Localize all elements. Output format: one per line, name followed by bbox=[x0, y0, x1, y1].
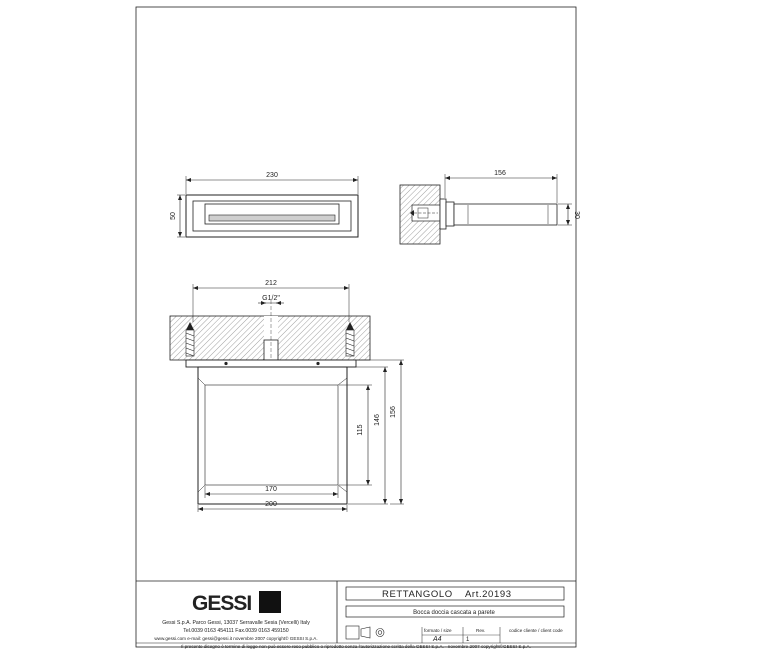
gessi-logo: GESSI bbox=[192, 591, 281, 615]
dim-170: 170 bbox=[265, 486, 277, 493]
dim-212: 212 bbox=[265, 280, 277, 287]
dim-156-side: 156 bbox=[494, 170, 506, 177]
company-web: www.gessi.com e-mail: gessi@gessi.it nov… bbox=[154, 635, 317, 641]
projection-symbol-icon bbox=[360, 626, 371, 639]
sheet-border bbox=[135, 6, 577, 648]
dim-156-front: 156 bbox=[390, 406, 397, 418]
company-address: Gessi S.p.A. Parco Gessi, 13037 Serraval… bbox=[162, 620, 310, 626]
label-thread: G1/2" bbox=[262, 295, 280, 302]
side-view: 156 30 bbox=[399, 170, 580, 245]
product-article: Art.20193 bbox=[465, 589, 512, 600]
top-view: 230 50 bbox=[170, 172, 359, 238]
format-value: A4 bbox=[432, 636, 442, 643]
logo-text: GESSI bbox=[192, 592, 251, 615]
dim-50: 50 bbox=[170, 212, 177, 220]
dim-200: 200 bbox=[265, 501, 277, 508]
footer-legal-note: Il presente disegno è termine di legge n… bbox=[181, 643, 531, 649]
dim-230: 230 bbox=[266, 172, 278, 179]
format-header: formato / size bbox=[424, 628, 452, 633]
dim-146: 146 bbox=[374, 414, 381, 426]
dim-30: 30 bbox=[573, 211, 580, 219]
title-block: GESSI Gessi S.p.A. Parco Gessi, 13037 Se… bbox=[136, 580, 576, 649]
client-code-header: codice cliente / client code bbox=[509, 628, 563, 633]
dim-115: 115 bbox=[357, 424, 364, 435]
rev-header: Rev. bbox=[476, 628, 485, 633]
front-view: 212 G1/2" 170 200 115 146 156 bbox=[169, 280, 404, 512]
company-phone: Tel.0039 0163 454111 Fax.0039 0163 45915… bbox=[183, 628, 288, 634]
product-description: Bocca doccia cascata a parete bbox=[413, 610, 495, 616]
rev-value: 1 bbox=[466, 637, 470, 643]
product-name: RETTANGOLO bbox=[382, 589, 453, 600]
